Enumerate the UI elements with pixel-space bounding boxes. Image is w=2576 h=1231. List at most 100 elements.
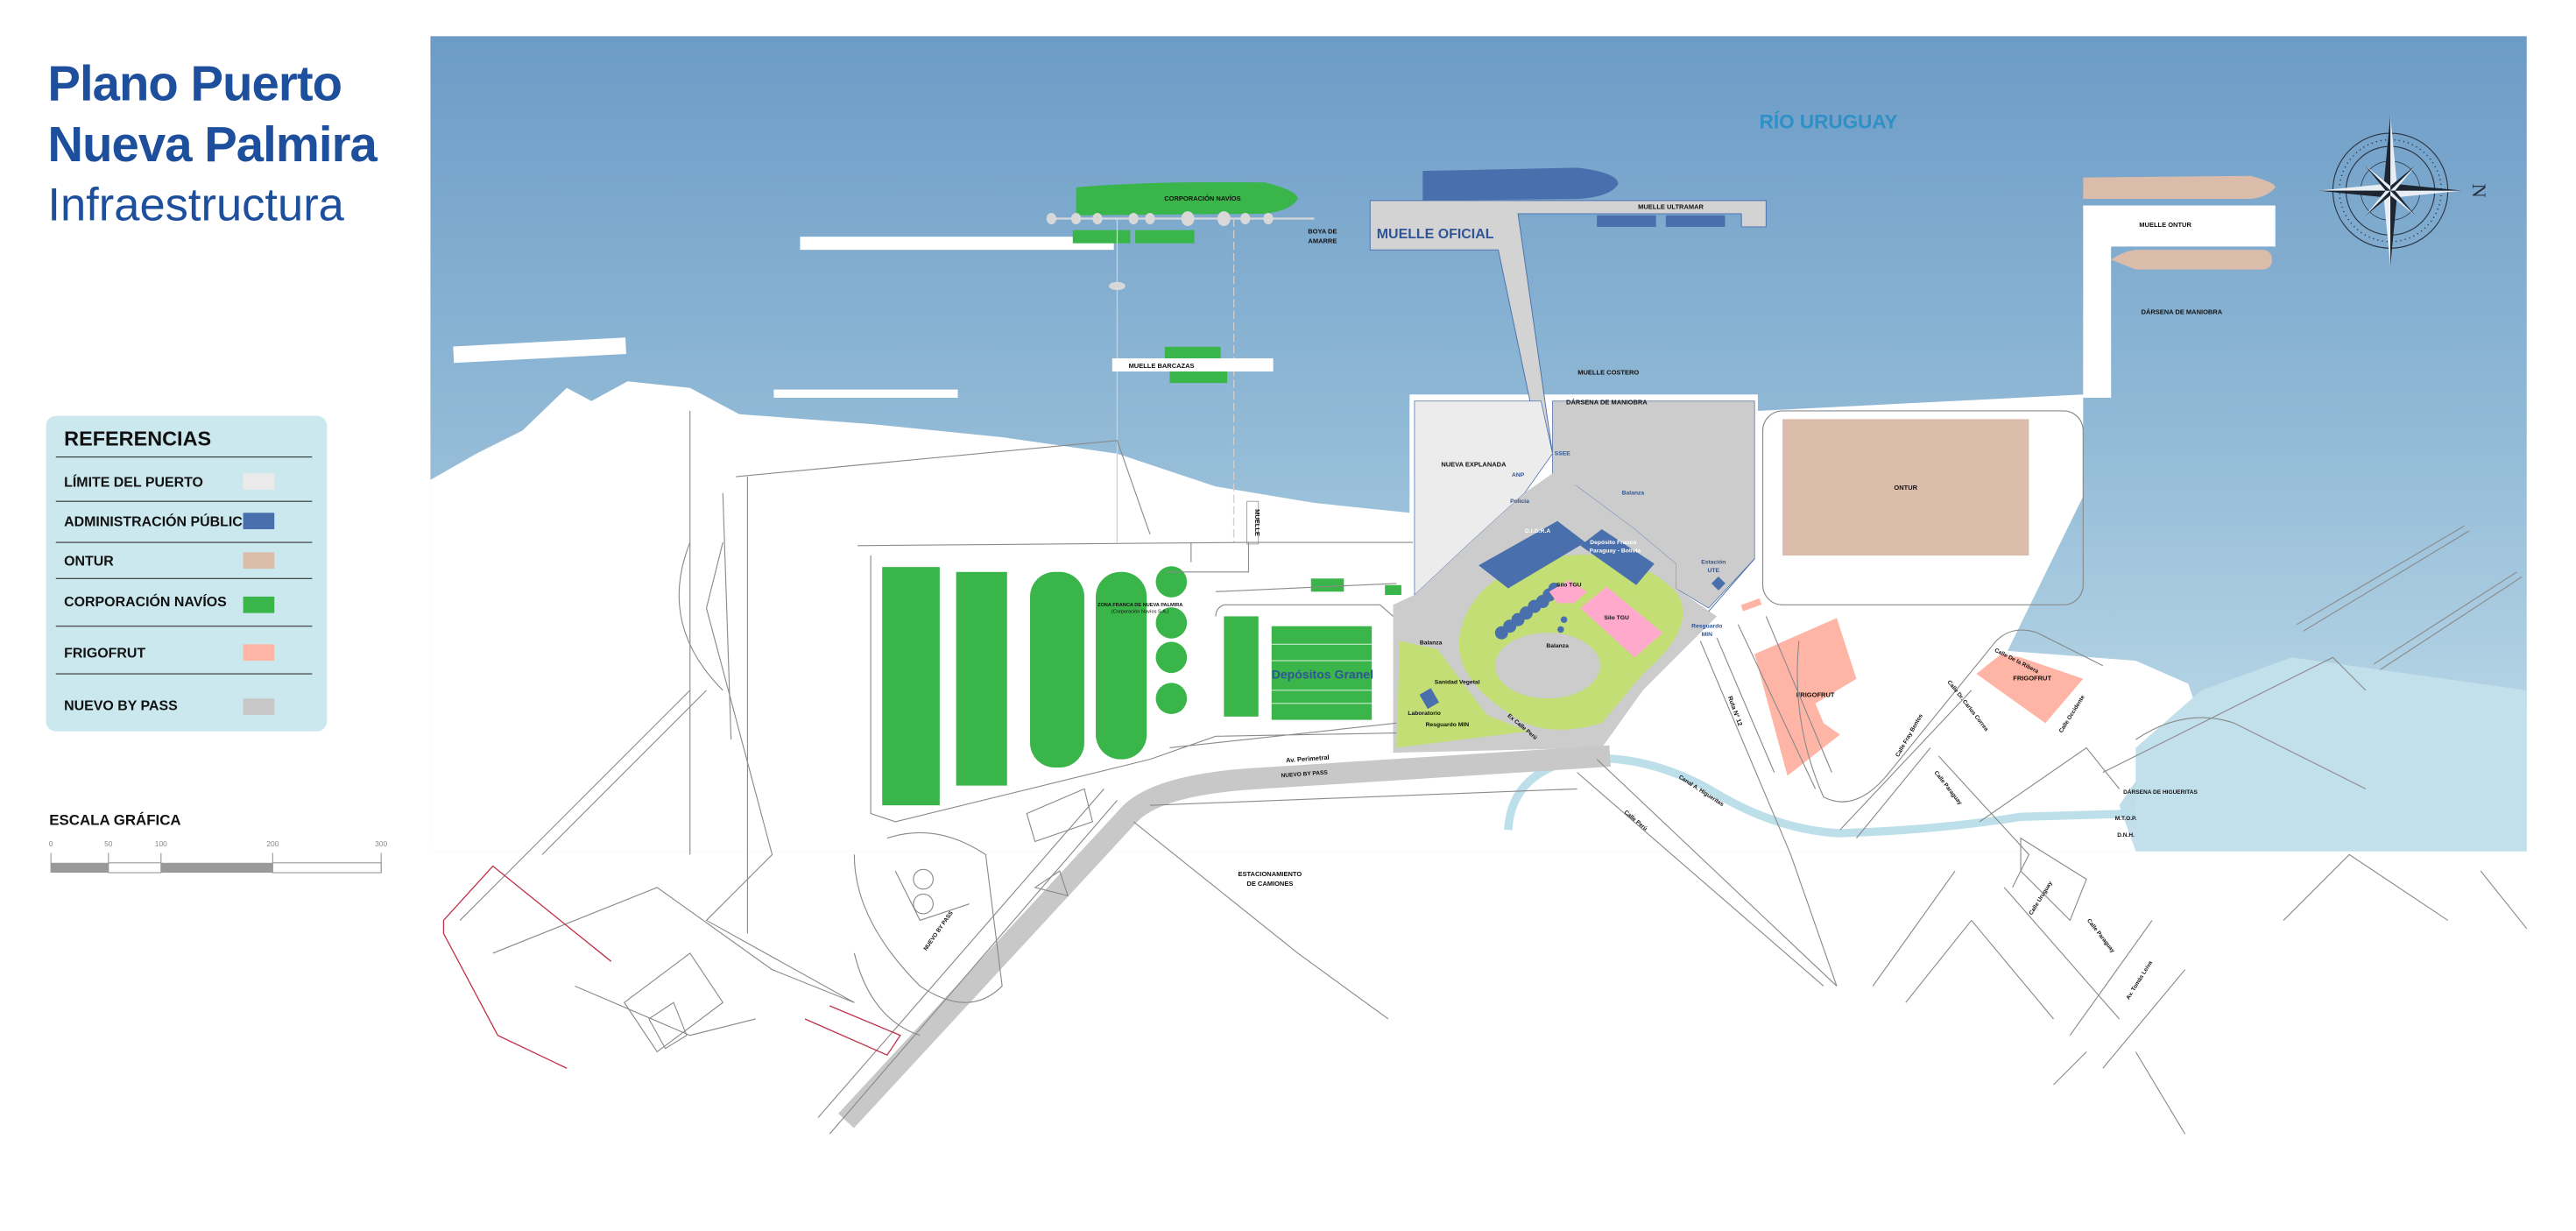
breakwater xyxy=(453,337,626,364)
label-anp: ANP xyxy=(1512,472,1525,478)
legend-label: CORPORACIÓN NAVÍOS xyxy=(64,593,227,610)
river-label: RÍO URUGUAY xyxy=(1760,110,1898,132)
scale-tick-label: 50 xyxy=(104,839,113,848)
legend-item-corporacion-navios: CORPORACIÓN NAVÍOS xyxy=(64,593,275,613)
label-muelle-costero: MUELLE COSTERO xyxy=(1577,369,1639,377)
ontur-ship xyxy=(2083,175,2276,200)
legend-item-frigofrut: FRIGOFRUT xyxy=(64,644,275,661)
silo-cluster xyxy=(1494,582,1568,640)
frigofrut-area xyxy=(1976,654,2084,724)
corp-silo xyxy=(1155,683,1188,715)
ontur-road-outline xyxy=(1761,410,2084,605)
port-limit-line xyxy=(442,865,901,1069)
label-darsena-ontur: DÁRSENA DE MANIOBRA xyxy=(2142,308,2223,315)
label-av-perimetral: Av. Perimetral xyxy=(1286,753,1330,764)
label-muelle: MUELLE xyxy=(1253,509,1261,536)
muelle-oficial-pier xyxy=(1369,200,1767,455)
legend-item-ontur: ONTUR xyxy=(64,552,275,570)
label-balanza: Balanza xyxy=(1622,491,1645,497)
label-policia: Policía xyxy=(1510,499,1529,505)
corp-barge xyxy=(1164,346,1221,358)
label-resguardo: MIN xyxy=(1702,632,1712,638)
label-boya: AMARRE xyxy=(1308,237,1337,245)
label-nuevo-bypass: NUEVO BY PASS xyxy=(1281,769,1328,779)
label-av-tomas-leiva: Av. Tomás Leiva xyxy=(2125,959,2154,1001)
label-frigofrut: FRIGOFRUT xyxy=(1796,690,1835,698)
label-nuevo-bypass: NUEVO BY PASS xyxy=(922,909,955,952)
scale-tick-label: 0 xyxy=(49,839,53,848)
silo-tgu xyxy=(1580,586,1663,658)
compass-rose-icon: N xyxy=(2318,115,2490,266)
corp-silo xyxy=(1155,566,1188,598)
label-corp-ship: CORPORACIÓN NAVÍOS xyxy=(1164,195,1240,202)
label-digra: D.I.G.R.A xyxy=(1525,528,1550,534)
label-muelle-oficial: MUELLE OFICIAL xyxy=(1377,227,1494,242)
label-deposito-franco: Paraguay - Bolivia xyxy=(1589,548,1641,554)
label-nueva-explanada: NUEVA EXPLANADA xyxy=(1441,461,1507,469)
corp-barge xyxy=(1169,371,1228,384)
label-zona-franca: (Corporación Navíos S.A.) xyxy=(1112,610,1169,615)
breakwater xyxy=(800,237,1114,251)
corp-silo xyxy=(1155,641,1188,674)
corp-warehouse xyxy=(1224,616,1259,717)
label-ontur: ONTUR xyxy=(1894,484,1917,492)
scale-tick-label: 200 xyxy=(266,839,279,848)
legend-swatch xyxy=(243,698,275,715)
label-silo-tgu: Silo TGU xyxy=(1604,615,1629,621)
muelle-barcazas xyxy=(1112,357,1274,371)
corp-silo xyxy=(1155,607,1188,639)
depositos-granel xyxy=(1271,626,1373,720)
label-calle-uruguay: Calle Uruguay xyxy=(2029,880,2054,916)
label-ssee: SSEE xyxy=(1555,451,1571,457)
legend-item-limite: LÍMITE DEL PUERTO xyxy=(64,473,275,491)
legend-label: ONTUR xyxy=(64,554,114,569)
ontur-ship xyxy=(2111,250,2273,270)
label-dnh: D.N.H. xyxy=(2117,832,2135,838)
dike xyxy=(2296,525,2523,671)
title-line-3: Infraestructura xyxy=(47,179,344,230)
label-resguardo: Resguardo xyxy=(1691,624,1722,630)
label-boya: BOYA DE xyxy=(1308,227,1337,235)
frigofrut-area xyxy=(1754,618,1857,776)
scale-title: ESCALA GRÁFICA xyxy=(49,812,180,829)
admin-container xyxy=(1665,215,1726,227)
port-map: CORPORACIÓN NAVÍOS BOYA DE AMARRE MUELLE… xyxy=(430,36,2528,1135)
scale-bar: ESCALA GRÁFICA 0 50 100 200 300 xyxy=(49,812,387,874)
legend-title: REFERENCIAS xyxy=(64,427,211,449)
legend-swatch xyxy=(243,552,275,570)
breakwater xyxy=(773,389,958,398)
darsena-boundary xyxy=(1708,558,1755,612)
scale-tick-label: 100 xyxy=(155,839,167,848)
label-calle-paraguay: Calle Paraguay xyxy=(2086,918,2116,955)
title-line-2: Nueva Palmira xyxy=(47,117,378,172)
label-estacionamiento: DE CAMIONES xyxy=(1246,880,1293,888)
silo-tgu-small xyxy=(1549,580,1587,604)
label-frigofrut: FRIGOFRUT xyxy=(2013,675,2051,683)
road-network xyxy=(459,410,2528,1135)
label-darsena-higueritas: DÁRSENA DE HIGUERITAS xyxy=(2123,788,2198,796)
label-estacion-ute: UTE xyxy=(1708,568,1720,574)
page-title: Plano Puerto Nueva Palmira Infraestructu… xyxy=(47,55,378,230)
legend-label: FRIGOFRUT xyxy=(64,646,145,661)
label-silo-tgu: Silo TGU xyxy=(1556,583,1582,589)
scale-tick-label: 300 xyxy=(375,839,387,848)
nuevo-bypass-road xyxy=(838,745,1611,1128)
corp-ship xyxy=(1076,181,1298,216)
label-deposito-franco: Depósito Franco xyxy=(1590,540,1636,546)
label-muelle-ultramar: MUELLE ULTRAMAR xyxy=(1638,202,1704,210)
darsena-higueritas xyxy=(2135,657,2527,852)
muelle-oficial-ship xyxy=(1422,167,1619,201)
corp-barge xyxy=(1072,230,1131,244)
admin-container xyxy=(1597,215,1656,227)
label-depositos-granel: Depósitos Granel xyxy=(1272,668,1373,682)
legend-panel: REFERENCIAS LÍMITE DEL PUERTO ADMINISTRA… xyxy=(46,415,328,732)
corp-barge xyxy=(1135,230,1195,244)
label-estacion-ute: Estación xyxy=(1701,559,1726,565)
label-zona-franca: ZONA FRANCA DE NUEVA PALMIRA xyxy=(1097,603,1182,608)
legend-swatch xyxy=(243,473,275,491)
legend-swatch xyxy=(243,644,275,661)
label-sanidad-vegetal: Sanidad Vegetal xyxy=(1435,679,1480,685)
ontur-pier xyxy=(2083,205,2276,398)
green-area xyxy=(1396,640,1528,748)
